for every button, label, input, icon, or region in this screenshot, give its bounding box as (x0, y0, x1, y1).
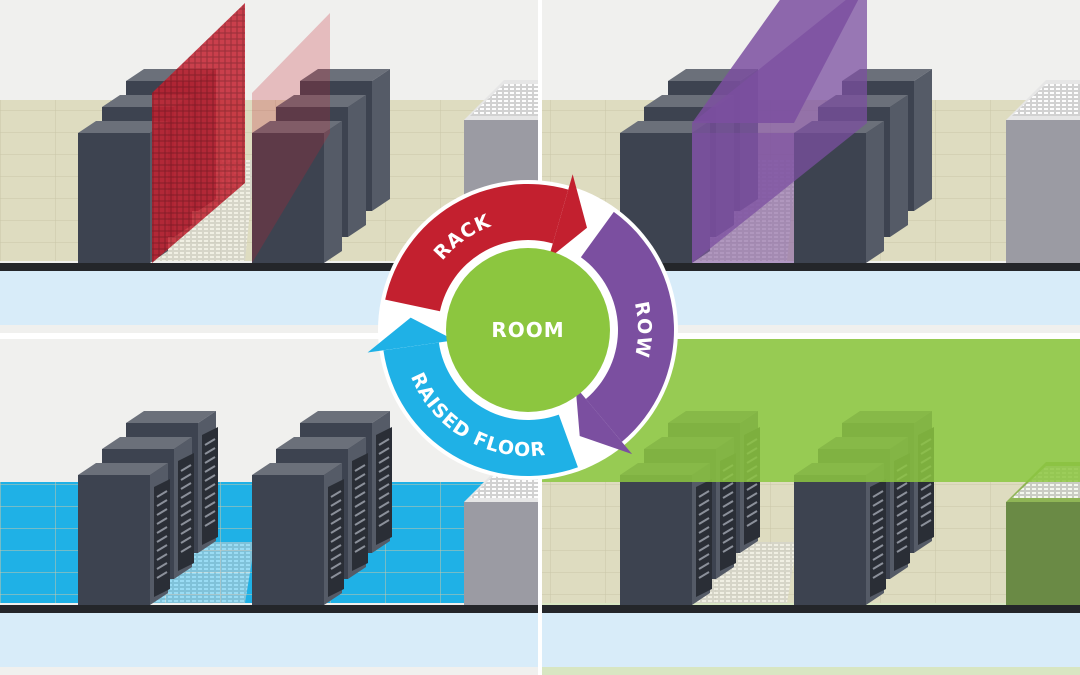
cycle-center-room: ROOM (446, 248, 610, 412)
cycle-arrow-row (575, 386, 633, 455)
label-row: ROW (630, 300, 655, 360)
perforated-tiles (150, 542, 255, 603)
perforated-tiles (692, 542, 797, 603)
rack-door (352, 453, 368, 571)
rack-row-right-cabinet (252, 121, 342, 263)
rack-row-right (252, 411, 392, 605)
row-containment (692, 0, 867, 263)
cycle-segment-rack (385, 174, 587, 312)
floor-edge (542, 605, 1080, 613)
rack-door (154, 479, 170, 597)
panel-raised (0, 339, 538, 675)
bottom-band (542, 613, 1080, 667)
floor-edge (0, 263, 538, 271)
rack-door (178, 453, 194, 571)
rack-containment (152, 3, 330, 263)
bottom-band (0, 613, 538, 667)
cycle-arrow-rack (548, 174, 587, 259)
rack-door (328, 479, 344, 597)
crac-unit (1006, 80, 1080, 270)
floor-edge (0, 605, 538, 613)
room-label: ROOM (491, 318, 564, 342)
cycle-arrow-raised (367, 317, 455, 353)
rack-door (870, 479, 886, 597)
cycle-segment-raised (367, 317, 578, 477)
rack-door (696, 479, 712, 597)
rack-door (376, 427, 392, 545)
rack-row-left (78, 411, 218, 605)
rack-row-right (252, 69, 390, 263)
floor-edge (542, 263, 1080, 271)
cycle-segment-row (575, 211, 675, 455)
rack-door (202, 427, 218, 545)
